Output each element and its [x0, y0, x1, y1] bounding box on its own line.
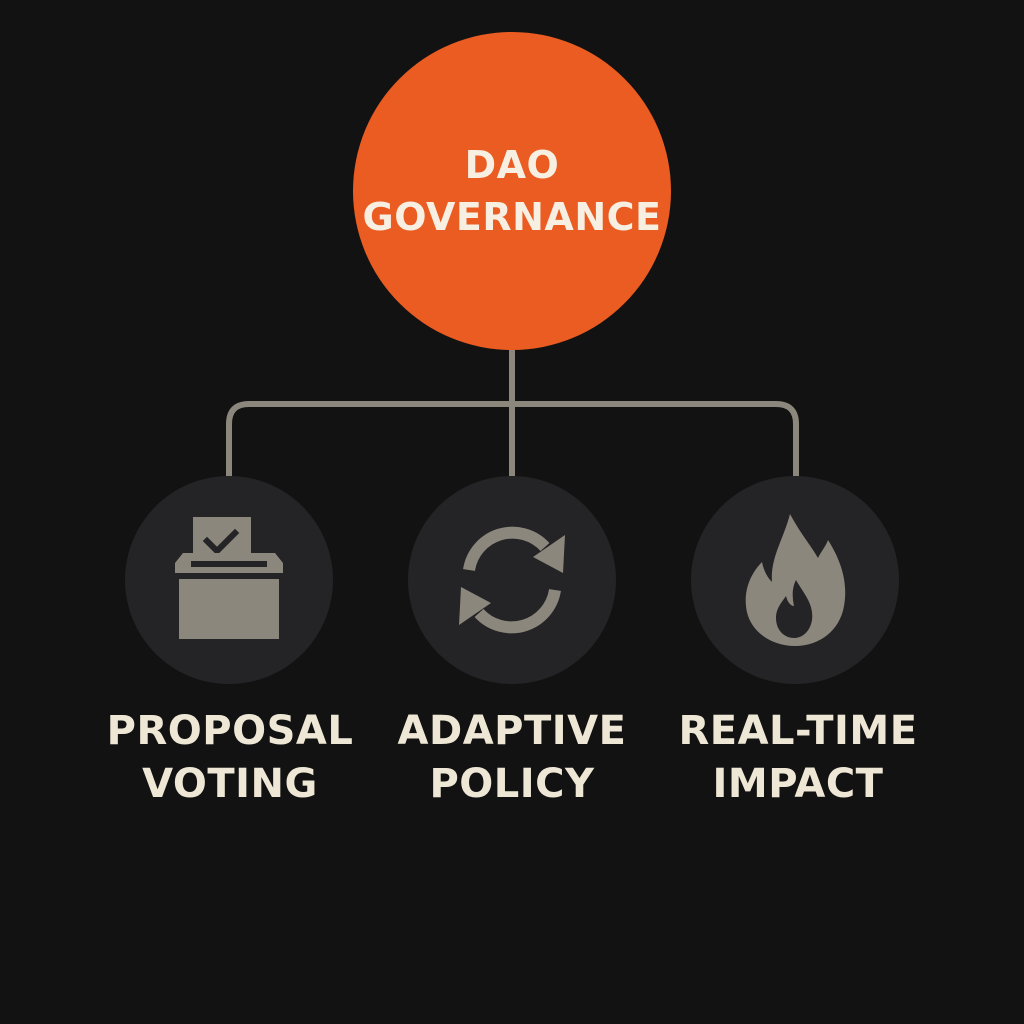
refresh-cycle-icon: [459, 526, 565, 634]
label-proposal-voting: PROPOSAL VOTING: [80, 705, 380, 811]
node-adaptive-policy: [408, 476, 616, 684]
label-line2: POLICY: [429, 761, 595, 807]
root-node-dao-governance: DAO GOVERNANCE: [353, 32, 671, 350]
ballot-box-icon: [175, 517, 283, 639]
label-line2: VOTING: [142, 761, 318, 807]
root-title-line1: DAO: [464, 143, 560, 187]
label-line2: IMPACT: [712, 761, 884, 807]
label-real-time-impact: REAL-TIME IMPACT: [648, 705, 948, 811]
node-proposal-voting: [125, 476, 333, 684]
label-line1: PROPOSAL: [106, 708, 354, 754]
label-line1: REAL-TIME: [678, 708, 918, 754]
branch-bar-line: [226, 401, 799, 476]
label-adaptive-policy: ADAPTIVE POLICY: [362, 705, 662, 811]
node-real-time-impact: [691, 476, 899, 684]
flame-icon: [745, 514, 846, 646]
root-title-line2: GOVERNANCE: [362, 195, 662, 239]
label-line1: ADAPTIVE: [397, 708, 627, 754]
